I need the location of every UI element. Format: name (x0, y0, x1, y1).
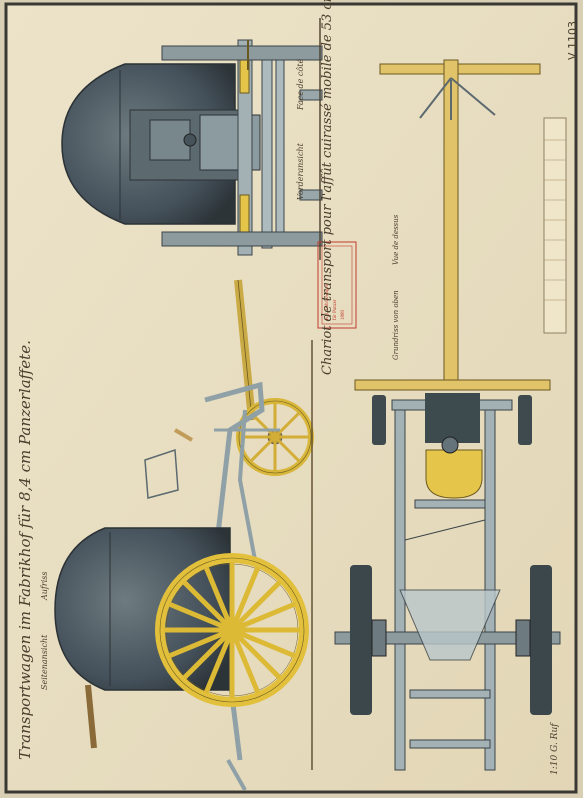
chassis-plan-view (334, 379, 561, 771)
signature: 1:10 G. Ruf (550, 723, 560, 775)
title-french: Chariot de transport pour l'affût cuiras… (320, 0, 335, 375)
side-elevation-drawing (54, 279, 314, 791)
caption-plan-german: Grundriss von oben (392, 290, 400, 360)
sheet-number: V 1103 (566, 20, 579, 60)
caption-side-face: Face de côté (296, 58, 305, 110)
svg-text:Kgl. Fabrikwagen: Kgl. Fabrikwagen (325, 283, 330, 320)
svg-text:für Panzer: für Panzer (333, 299, 338, 320)
caption-plan-french: Vue de dessus (392, 214, 400, 265)
caption-side-view: Seitenansicht (40, 634, 49, 690)
red-stamp: Kgl. Fabrikwagen für Panzer 1889 (317, 241, 357, 329)
pole-plan-view (379, 59, 567, 391)
front-view-drawing (61, 18, 323, 260)
title-german: Transportwagen im Fabrikhof für 8,4 cm P… (16, 340, 34, 760)
caption-front-view: Vorderansicht (296, 143, 305, 200)
caption-elevation: Aufriss (40, 571, 49, 600)
svg-text:1889: 1889 (341, 310, 346, 321)
